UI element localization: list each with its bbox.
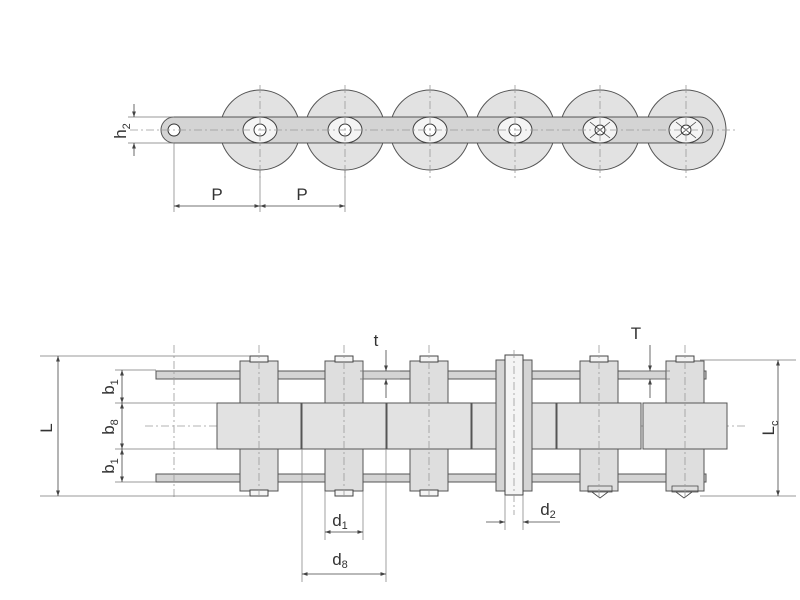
- top-rollers: [216, 402, 728, 450]
- label-t: t: [374, 331, 379, 350]
- dimension-pitch: P P: [173, 143, 346, 212]
- label-pitch-1: P: [211, 185, 222, 204]
- label-Lc: Lc: [759, 420, 781, 435]
- dimension-d2: d2: [486, 495, 560, 530]
- dimension-Lc: Lc: [700, 359, 796, 497]
- dimension-d8: d8: [301, 449, 387, 582]
- label-d2: d2: [540, 500, 556, 521]
- dimension-t: t: [360, 331, 400, 398]
- dimension-b: b1 b8 b1: [99, 369, 217, 483]
- label-b1-top: b1: [99, 379, 121, 395]
- label-d8: d8: [332, 550, 348, 571]
- label-d1: d1: [332, 511, 348, 532]
- dimension-T: T: [630, 324, 670, 398]
- cotter-ends: [587, 485, 699, 499]
- connecting-link: [495, 350, 533, 515]
- dimension-h2: h2: [111, 104, 174, 156]
- side-view: h2 P P: [111, 85, 735, 212]
- dimension-d1: d1: [324, 491, 364, 540]
- dimension-L: L: [37, 355, 250, 497]
- label-T: T: [631, 324, 641, 343]
- label-pitch-2: P: [296, 185, 307, 204]
- top-view: L b1 b8 b1 t T: [37, 324, 796, 582]
- label-b1-bottom: b1: [99, 458, 121, 474]
- label-b8: b8: [99, 419, 121, 435]
- label-L: L: [37, 423, 56, 432]
- side-rollers: [219, 89, 727, 171]
- label-h2: h2: [111, 123, 133, 139]
